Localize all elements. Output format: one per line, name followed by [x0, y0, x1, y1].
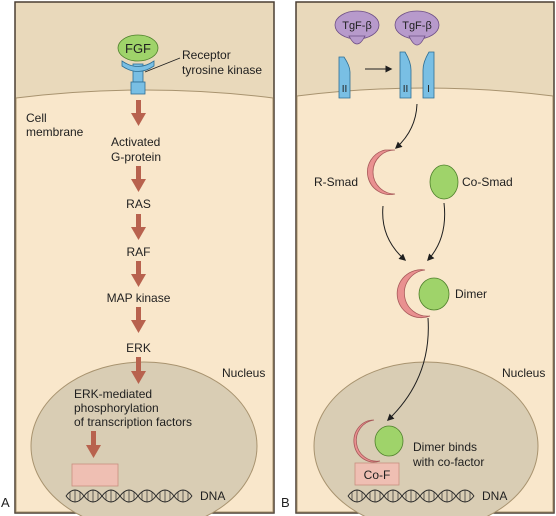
transcription-factor-box [71, 463, 119, 487]
receptor-ii-right-label: II [403, 84, 409, 95]
co-factor-box [354, 462, 400, 486]
tgf-beta-right-icon [394, 10, 440, 46]
arrow-6 [131, 357, 146, 384]
panel-a: FGF Receptor tyrosine kinase Cell membra… [14, 1, 275, 516]
dna-helix-b [347, 489, 475, 503]
arrow-5 [131, 307, 146, 333]
receptor-i-label: I [427, 84, 430, 95]
erk-mediated-label-1: ERK-mediated [74, 387, 152, 401]
panel-b: TgF-β TgF-β II II I R-Smad Co-Smad Dimer [295, 1, 555, 516]
receptor-ii-right-icon [399, 51, 412, 99]
receptor-pointer-line [144, 57, 181, 73]
dimer-label: Dimer [455, 287, 487, 301]
raf-label: RAF [127, 245, 151, 259]
arrow-r-smad-to-dimer [382, 205, 407, 261]
activated-label-1: Activated [111, 135, 160, 149]
arrow-4 [131, 261, 146, 287]
arrow-3 [131, 214, 146, 240]
receptor-tyrosine-kinase-icon [121, 60, 155, 72]
nucleus-label-a: Nucleus [222, 366, 265, 380]
erk-mediated-label-3: of transcription factors [74, 415, 192, 429]
tgf-beta-left-label: TgF-β [342, 20, 372, 32]
r-smad-icon [367, 149, 396, 195]
dna-label-b: DNA [482, 489, 507, 503]
arrow-7 [86, 431, 101, 458]
cell-membrane-label-2: membrane [26, 125, 84, 139]
co-smad-label: Co-Smad [462, 175, 513, 189]
dna-helix-a [65, 489, 193, 503]
activated-label-2: G-protein [111, 150, 161, 164]
nucleus-label-b: Nucleus [502, 366, 545, 380]
dna-label-a: DNA [200, 489, 225, 503]
arrow-2 [131, 166, 146, 192]
co-smad-icon [429, 164, 459, 200]
r-smad-label: R-Smad [314, 175, 358, 189]
tgf-beta-right-label: TgF-β [402, 20, 432, 32]
receptor-ii-left-icon [338, 56, 351, 99]
tgf-beta-left-icon [334, 10, 380, 45]
receptor-label-1: Receptor [182, 48, 231, 62]
erk-mediated-label-2: phosphorylation [74, 401, 159, 415]
fgf-ligand-icon [117, 34, 159, 62]
fgf-label: FGF [125, 41, 151, 56]
erk-label: ERK [126, 341, 151, 355]
arrow-1 [131, 100, 146, 126]
ras-label: RAS [126, 197, 151, 211]
arrow-dimer-to-nucleus [386, 317, 429, 421]
receptor-base [130, 81, 146, 95]
co-factor-label: Co-F [364, 468, 391, 482]
dimer-co-smad-icon [418, 277, 450, 311]
arrow-co-smad-to-dimer [427, 202, 446, 262]
receptor-i-icon [422, 51, 435, 99]
receptor-label-2: tyrosine kinase [182, 63, 262, 77]
cell-membrane-label-1: Cell [26, 111, 47, 125]
dimer-r-smad-icon [396, 269, 431, 319]
bound-co-smad-icon [374, 425, 404, 457]
dimer-binds-label-1: Dimer binds [413, 440, 477, 454]
panel-b-letter: B [281, 495, 290, 510]
arrow-to-r-smad [394, 103, 418, 149]
receptor-ii-left-label: II [342, 84, 348, 95]
map-kinase-label: MAP kinase [107, 291, 171, 305]
dimer-binds-label-2: with co-factor [412, 455, 484, 469]
panel-a-letter: A [1, 495, 10, 510]
bound-r-smad-icon [353, 419, 381, 463]
